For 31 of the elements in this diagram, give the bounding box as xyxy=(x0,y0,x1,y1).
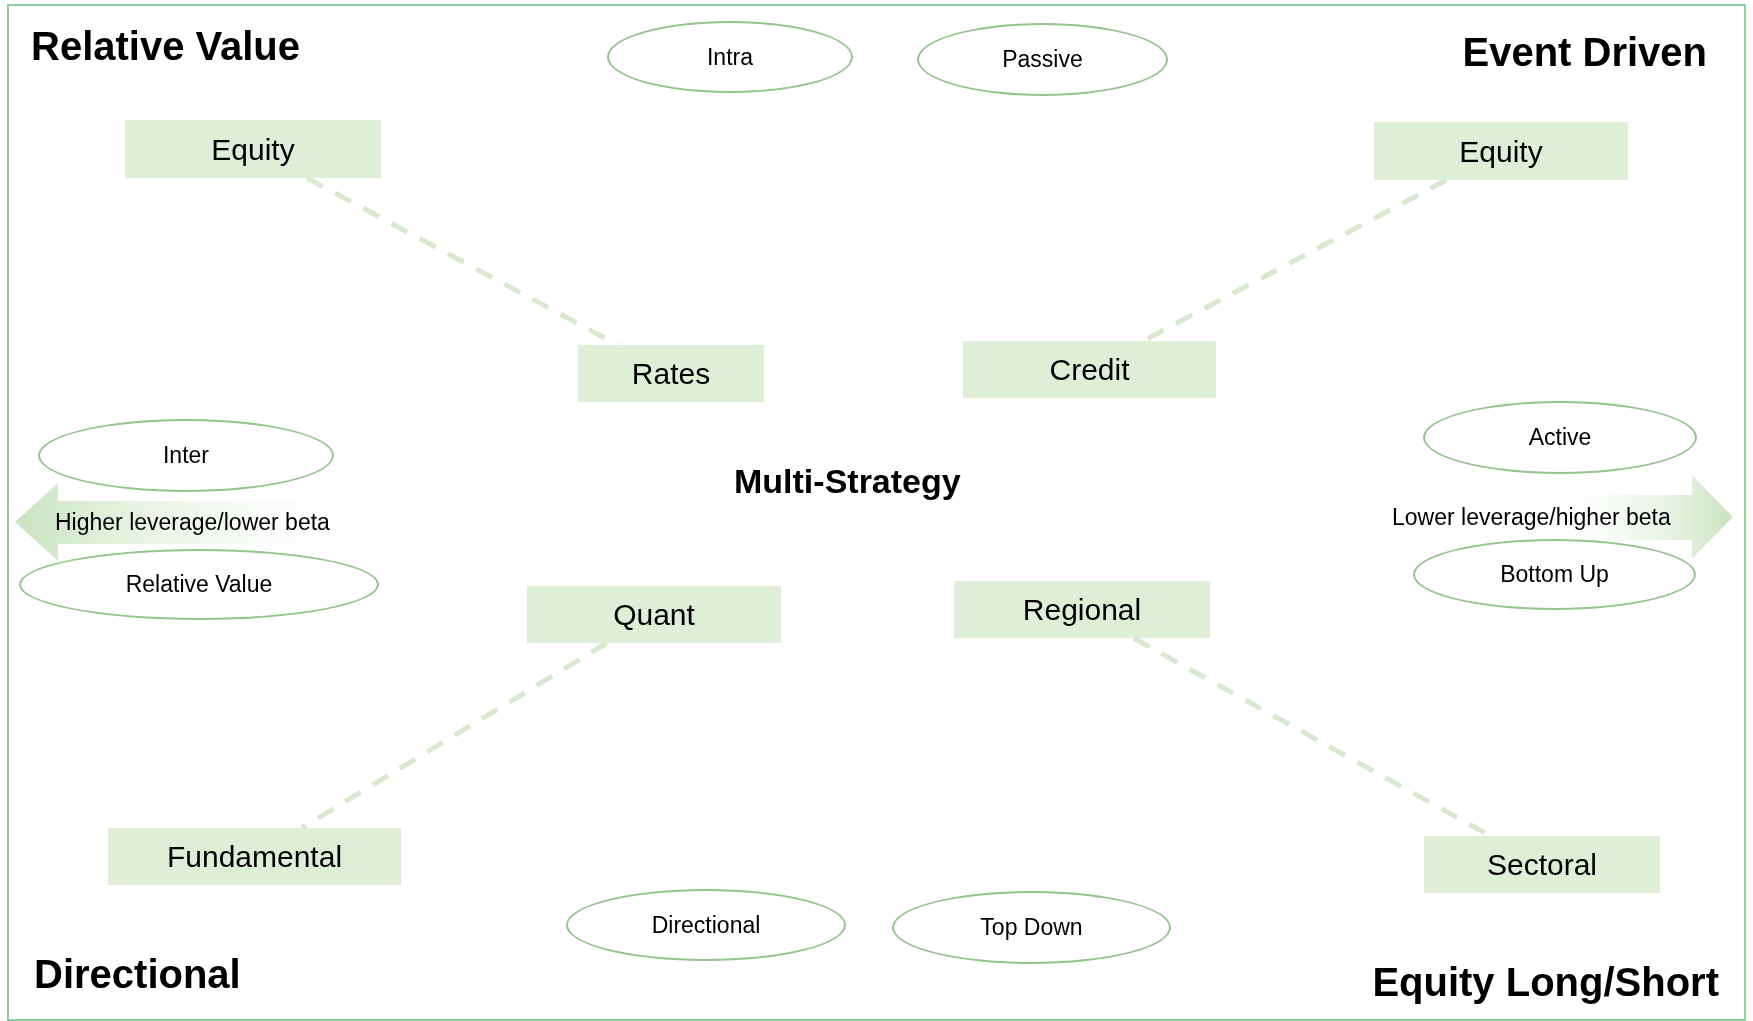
category-box xyxy=(1374,122,1628,180)
node-label: Credit xyxy=(1049,352,1130,388)
node-label: Sectoral xyxy=(1486,847,1598,883)
node-label: Passive xyxy=(1002,45,1083,75)
arrow-label: Higher leverage/lower beta xyxy=(55,507,330,537)
category-box xyxy=(108,828,401,885)
node-label: Relative Value xyxy=(125,570,273,600)
node-label: Top Down xyxy=(980,913,1083,943)
node-label: Quant xyxy=(613,597,695,633)
quadrant-title: Directional xyxy=(34,951,241,998)
node-label: Active xyxy=(1528,423,1592,453)
quadrant-title: Equity Long/Short xyxy=(1372,959,1719,1006)
node-label: Fundamental xyxy=(166,839,343,875)
node-label: Intra xyxy=(707,42,753,72)
node-label: Rates xyxy=(631,356,711,392)
category-box xyxy=(578,345,764,402)
node-label: Equity xyxy=(1459,133,1543,170)
quadrant-title: Event Driven xyxy=(1462,29,1707,76)
category-box xyxy=(527,586,781,643)
node-label: Inter xyxy=(163,441,209,471)
arrow-label: Lower leverage/higher beta xyxy=(1392,502,1671,532)
quadrant-title: Relative Value xyxy=(31,23,301,70)
node-label: Regional xyxy=(1022,592,1142,628)
category-box xyxy=(963,341,1216,398)
node-label: Equity xyxy=(211,131,295,168)
category-box xyxy=(125,120,381,178)
category-box xyxy=(1424,836,1660,893)
node-label: Directional xyxy=(651,910,761,940)
center-title: Multi-Strategy xyxy=(734,461,961,502)
node-label: Bottom Up xyxy=(1500,560,1609,590)
category-box xyxy=(954,581,1210,638)
